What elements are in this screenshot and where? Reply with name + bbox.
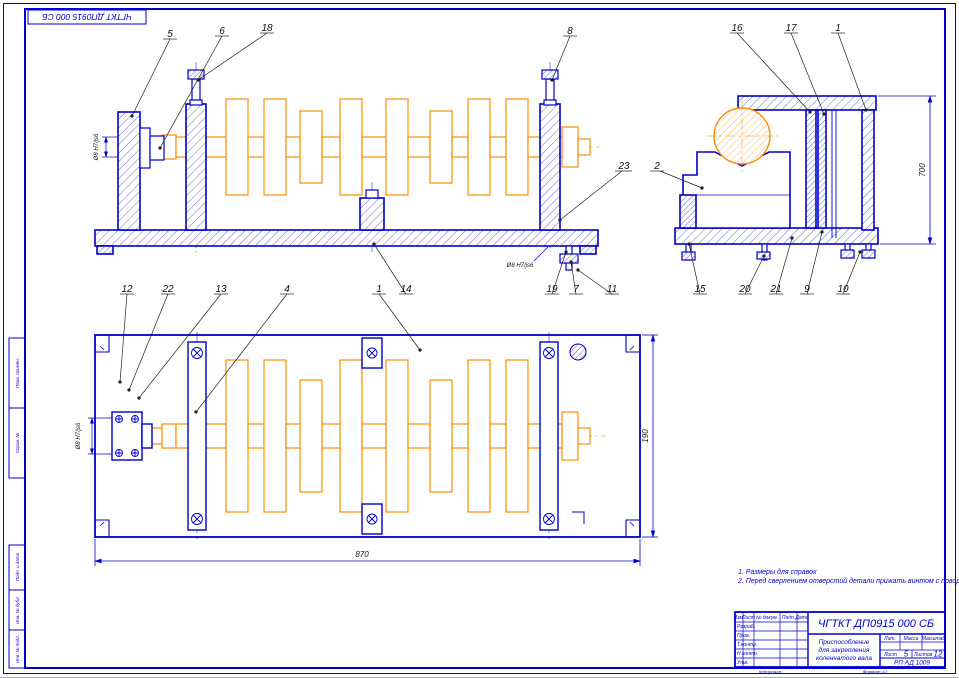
stamp-designation: ЧГТКТ ДП0915 000 СБ [42,12,132,22]
middle-support [359,197,385,231]
tb-header-data: Дата [794,615,808,621]
tb-row-razrab: Разраб. [737,624,755,630]
balloon-6: 6 [219,26,225,37]
footer-texts: Копировал Формат A1 [759,670,888,675]
fixture-plan [111,337,587,535]
balloon-10: 10 [837,284,849,295]
balloon-16: 16 [731,23,743,34]
balloon-21: 21 [769,284,781,295]
outer-border [3,3,956,674]
tb-row-nkontr: Н.контр. [737,651,758,657]
title-block: ЧГТКТ ДП0915 000 СБ Приспособление для з… [734,611,946,668]
tb-header-doc: № докум. [756,615,778,621]
dimensions: 870 190 700 Ø8 H7/js6 Ø8 H7/js6 [76,95,936,566]
end-bracket [111,411,143,461]
balloon-7: 7 [573,284,579,295]
margin-label-podp-data: Подп. и дата [15,552,20,581]
crank-journal-section [713,107,771,165]
housing-leg [679,194,697,229]
dim-plate-length: 870 [355,550,369,559]
left-margin-boxes: Перв. примен. Справ. № Подп. и дата Инв.… [8,337,26,669]
dim-fit-front: Ø8 H7/js6 [506,263,534,269]
balloons: 5 6 18 8 16 17 1 23 2 12 22 13 4 1 14 19… [118,23,868,414]
crankshaft-plan [147,359,591,513]
inner-plate-2 [817,109,827,229]
dim-plate-width: 190 [641,429,650,443]
clamp-bolts-front [187,69,579,271]
dim-fit-plan: Ø8 H7/js6 [76,422,82,450]
note-2: 2. Перед сверлением отверстий детали при… [737,577,959,585]
base-plate-plan [94,334,641,538]
tb-row-prov: Пров. [737,633,750,639]
tb-listov-value: 12 [934,650,943,659]
titleblock-name-3: коленчатого вала [816,655,872,662]
balloon-4: 4 [284,284,290,295]
base-plate-side [674,227,879,245]
side-view [674,95,879,261]
balloon-20: 20 [738,284,751,295]
balloon-18: 18 [261,23,273,34]
footer-format: Формат A1 [863,670,888,675]
dim-side-height: 700 [918,163,927,177]
clamp-tower-right [539,103,561,231]
left-support-block [117,111,141,231]
balloon-5: 5 [167,29,173,40]
inner-plate-1 [805,109,817,229]
tb-list-label: Лист [883,652,897,658]
margin-label-sprav-no: Справ. № [15,433,20,454]
top-left-stamp: ЧГТКТ ДП0915 000 СБ [27,9,147,25]
balloon-8: 8 [567,26,573,37]
tb-listov-label: Листов [913,652,933,658]
tb-list-value: 5 [904,650,909,659]
top-bar [737,95,877,111]
tb-row-tkontr: Т.контр. [737,642,757,648]
technical-notes: 1. Размеры для справок 2. Перед сверлени… [737,568,959,585]
clamp-strap-right [539,341,559,531]
tb-massa-label: Масса [904,636,919,642]
titleblock-designation: ЧГТКТ ДП0915 000 СБ [818,618,934,630]
tb-masshtab-label: Масштаб [922,636,946,642]
front-view [94,62,600,271]
balloon-13: 13 [215,284,227,295]
margin-label-perv-primen: Перв. примен. [15,358,20,388]
bracket-screws [115,415,139,457]
titleblock-name-1: Приспособление [819,638,870,646]
footer-kopiroval: Копировал [759,670,782,675]
plan-view [94,332,641,540]
balloon-2: 2 [653,161,660,172]
balloon-11: 11 [607,284,617,295]
base-plate-front [94,229,599,247]
balloon-17: 17 [785,23,797,34]
balloon-14: 14 [400,284,412,295]
tb-group: РП АД 1009 [894,660,930,667]
swivel-bolt-boss [569,343,587,361]
crankshaft-front [147,98,591,196]
margin-label-inv-dubl: Инв. № дубл. [15,596,20,624]
clamp-strap-left [187,341,207,531]
clamp-tower-left [185,103,207,231]
tb-header-izm: Изм. [734,615,745,621]
dim-fit-front-left: Ø8 H7/js6 [94,133,100,161]
note-1: 1. Размеры для справок [738,568,817,576]
side-bolts [681,110,876,261]
balloon-15: 15 [694,284,706,295]
balloon-9: 9 [804,284,810,295]
fixture-front [94,103,599,255]
margin-label-inv-podl: Инв. № подл. [15,635,20,663]
balloon-19: 19 [546,284,558,295]
tb-header-podp: Подп. [782,615,795,621]
tb-lit-label: Лит. [883,636,896,642]
balloon-12: 12 [121,284,133,295]
balloon-1-top: 1 [835,23,841,34]
balloon-23: 23 [617,161,630,172]
tb-row-utv: Утв. [737,660,748,666]
balloon-22: 22 [161,284,174,295]
tb-header-list: Лист [741,615,755,621]
corner-slots [95,335,640,537]
right-bar [861,109,875,231]
balloon-1-bottom: 1 [376,284,382,295]
titleblock-name-2: для закрепления [819,646,870,654]
